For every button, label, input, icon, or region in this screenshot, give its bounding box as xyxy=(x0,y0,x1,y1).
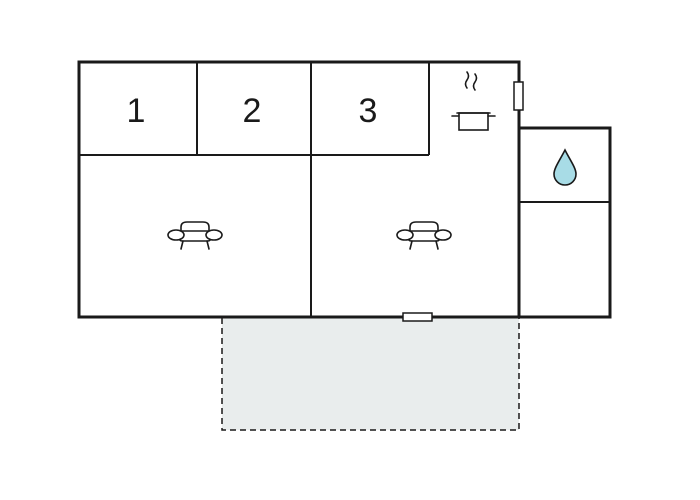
window-terrace-door xyxy=(402,312,433,322)
water-drop-icon xyxy=(553,148,577,186)
room-label-2: 2 xyxy=(243,92,262,130)
room-label-3: 3 xyxy=(359,92,378,130)
window-kitchen xyxy=(513,81,524,111)
sofa-icon xyxy=(396,221,452,250)
terrace-area xyxy=(221,318,520,431)
cooking-pot-icon xyxy=(451,71,496,131)
bathroom-annex xyxy=(517,126,612,319)
sofa-icon xyxy=(167,221,223,250)
room-label-1: 1 xyxy=(127,92,146,130)
